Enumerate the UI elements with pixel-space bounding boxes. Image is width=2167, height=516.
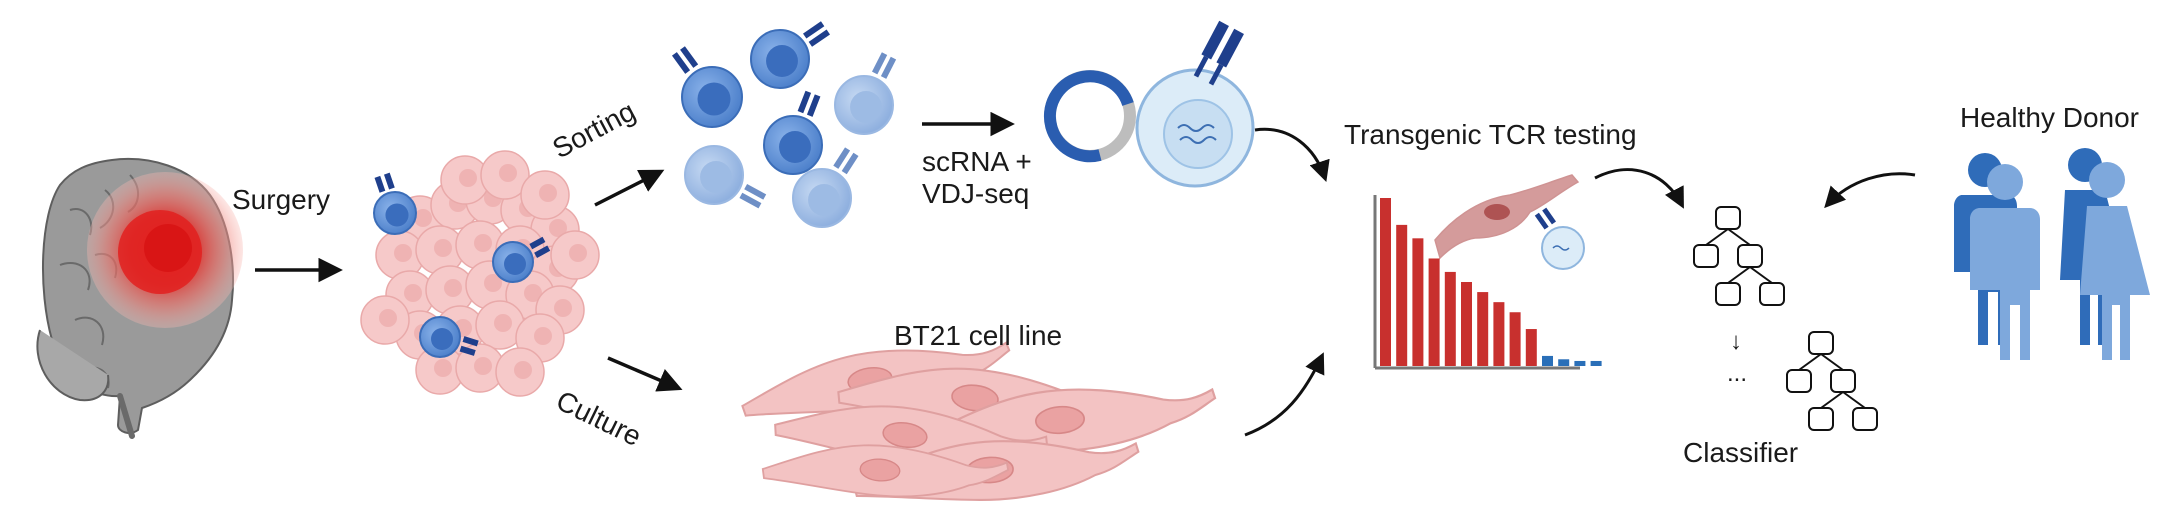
tumor-cell-nucleus (379, 309, 397, 327)
arrow-testing-to-classifier (1594, 168, 1684, 209)
sequencing-ring-icon (1043, 70, 1136, 163)
arrow-seq-to-testing (1254, 127, 1330, 182)
tree-edge (1820, 391, 1844, 409)
tree-edge (1727, 266, 1751, 284)
healthy-donor-label: Healthy Donor (1960, 102, 2139, 133)
tumor-cell-nucleus (534, 327, 552, 345)
tumor-cell-nucleus (434, 359, 452, 377)
tumor-cell-nucleus (459, 169, 477, 187)
bar-14 (1590, 360, 1602, 366)
scrna-label: scRNA + (922, 146, 1032, 177)
tree-node (1808, 407, 1834, 431)
bar-13 (1574, 360, 1586, 366)
bar-4 (1428, 258, 1440, 366)
bar-11 (1542, 355, 1553, 366)
bar-5 (1444, 271, 1456, 366)
tumor-cell-nucleus (394, 244, 412, 262)
arrow-sorting (594, 169, 665, 207)
t-cell-icon (671, 46, 743, 128)
tree-edge (1727, 228, 1751, 246)
bar-2 (1396, 224, 1408, 366)
tree-node (1852, 407, 1878, 431)
t-cell-icon (373, 172, 417, 235)
tree-edge (1820, 353, 1844, 371)
decision-tree-icon-2 (1786, 331, 1878, 431)
classifier-ellipsis: ... (1727, 360, 1748, 387)
bar-12 (1558, 359, 1570, 366)
bar-1 (1380, 198, 1391, 366)
small-t-cell-icon (1534, 207, 1585, 270)
t-cell-icon (684, 145, 767, 209)
tumor-cell-nucleus (549, 219, 567, 237)
tumor-infiltrating-t-cells (373, 172, 551, 358)
tree-node (1737, 244, 1763, 268)
tcr-testing-label: Transgenic TCR testing (1344, 119, 1637, 150)
tree-edge (1705, 228, 1729, 246)
surgery-label: Surgery (232, 184, 331, 215)
tumor-cell-nucleus (474, 357, 492, 375)
tumor-cell-nucleus (539, 184, 557, 202)
bar-plot-icon (1373, 195, 1602, 370)
t-cell-icon (834, 52, 897, 135)
tumor-cell-nucleus (404, 284, 422, 302)
vdj-seq-label: VDJ-seq (922, 178, 1030, 209)
t-cell-icon (750, 21, 830, 89)
bar-9 (1509, 312, 1521, 366)
fibroblast-icon (741, 341, 1217, 501)
tree-node (1715, 282, 1741, 306)
tree-node (1715, 206, 1741, 230)
t-cell-icon (419, 316, 479, 358)
bt21-cell-line-label: BT21 cell line (894, 320, 1063, 351)
tumor-cell-nucleus (484, 274, 502, 292)
bar-3 (1412, 238, 1424, 366)
t-cell-icon (792, 147, 859, 228)
tumor-cell-nucleus (514, 361, 532, 379)
bar-7 (1477, 292, 1489, 366)
tumor-cell-nucleus (444, 279, 462, 297)
tumor-cell-nucleus (494, 314, 512, 332)
target-cell-icon (1434, 174, 1580, 260)
tumor-cell-nucleus (434, 239, 452, 257)
transgenic-t-cell-icon (1135, 20, 1255, 188)
tumor-cell-nucleus (499, 164, 517, 182)
bar-10 (1525, 329, 1537, 366)
tumor-cell-nucleus (554, 299, 572, 317)
tumor-cell-nucleus (524, 284, 542, 302)
barplot-bars (1380, 198, 1602, 366)
classifier-label: Classifier (1683, 437, 1799, 468)
people-icon (1954, 148, 2150, 360)
tree-edge (1749, 266, 1773, 284)
bar-8 (1493, 302, 1505, 366)
tree-edge (1798, 353, 1822, 371)
arrow-donor-to-classifier (1824, 172, 1916, 209)
tree-edge (1842, 391, 1866, 409)
tumor-cell-nucleus (474, 234, 492, 252)
t-cell-icon (763, 90, 823, 175)
sorted-t-cells (671, 21, 897, 228)
tree-node (1759, 282, 1785, 306)
arrow-culture (607, 356, 683, 392)
tree-node (1830, 369, 1856, 393)
tree-node (1693, 244, 1719, 268)
tumor-cells-icon (360, 150, 600, 397)
bar-6 (1461, 282, 1472, 366)
arrow-cellline-to-testing (1244, 352, 1325, 437)
tumor-cell-nucleus (414, 209, 432, 227)
tumor-cell-nucleus (569, 244, 587, 262)
tree-node (1786, 369, 1812, 393)
bt21-cell (761, 444, 1010, 498)
classifier-down-arrow: ↓ (1730, 328, 1742, 355)
tumor-icon (87, 172, 243, 328)
t-cell-icon (492, 236, 551, 283)
decision-tree-icon (1693, 206, 1785, 306)
tree-node (1808, 331, 1834, 355)
